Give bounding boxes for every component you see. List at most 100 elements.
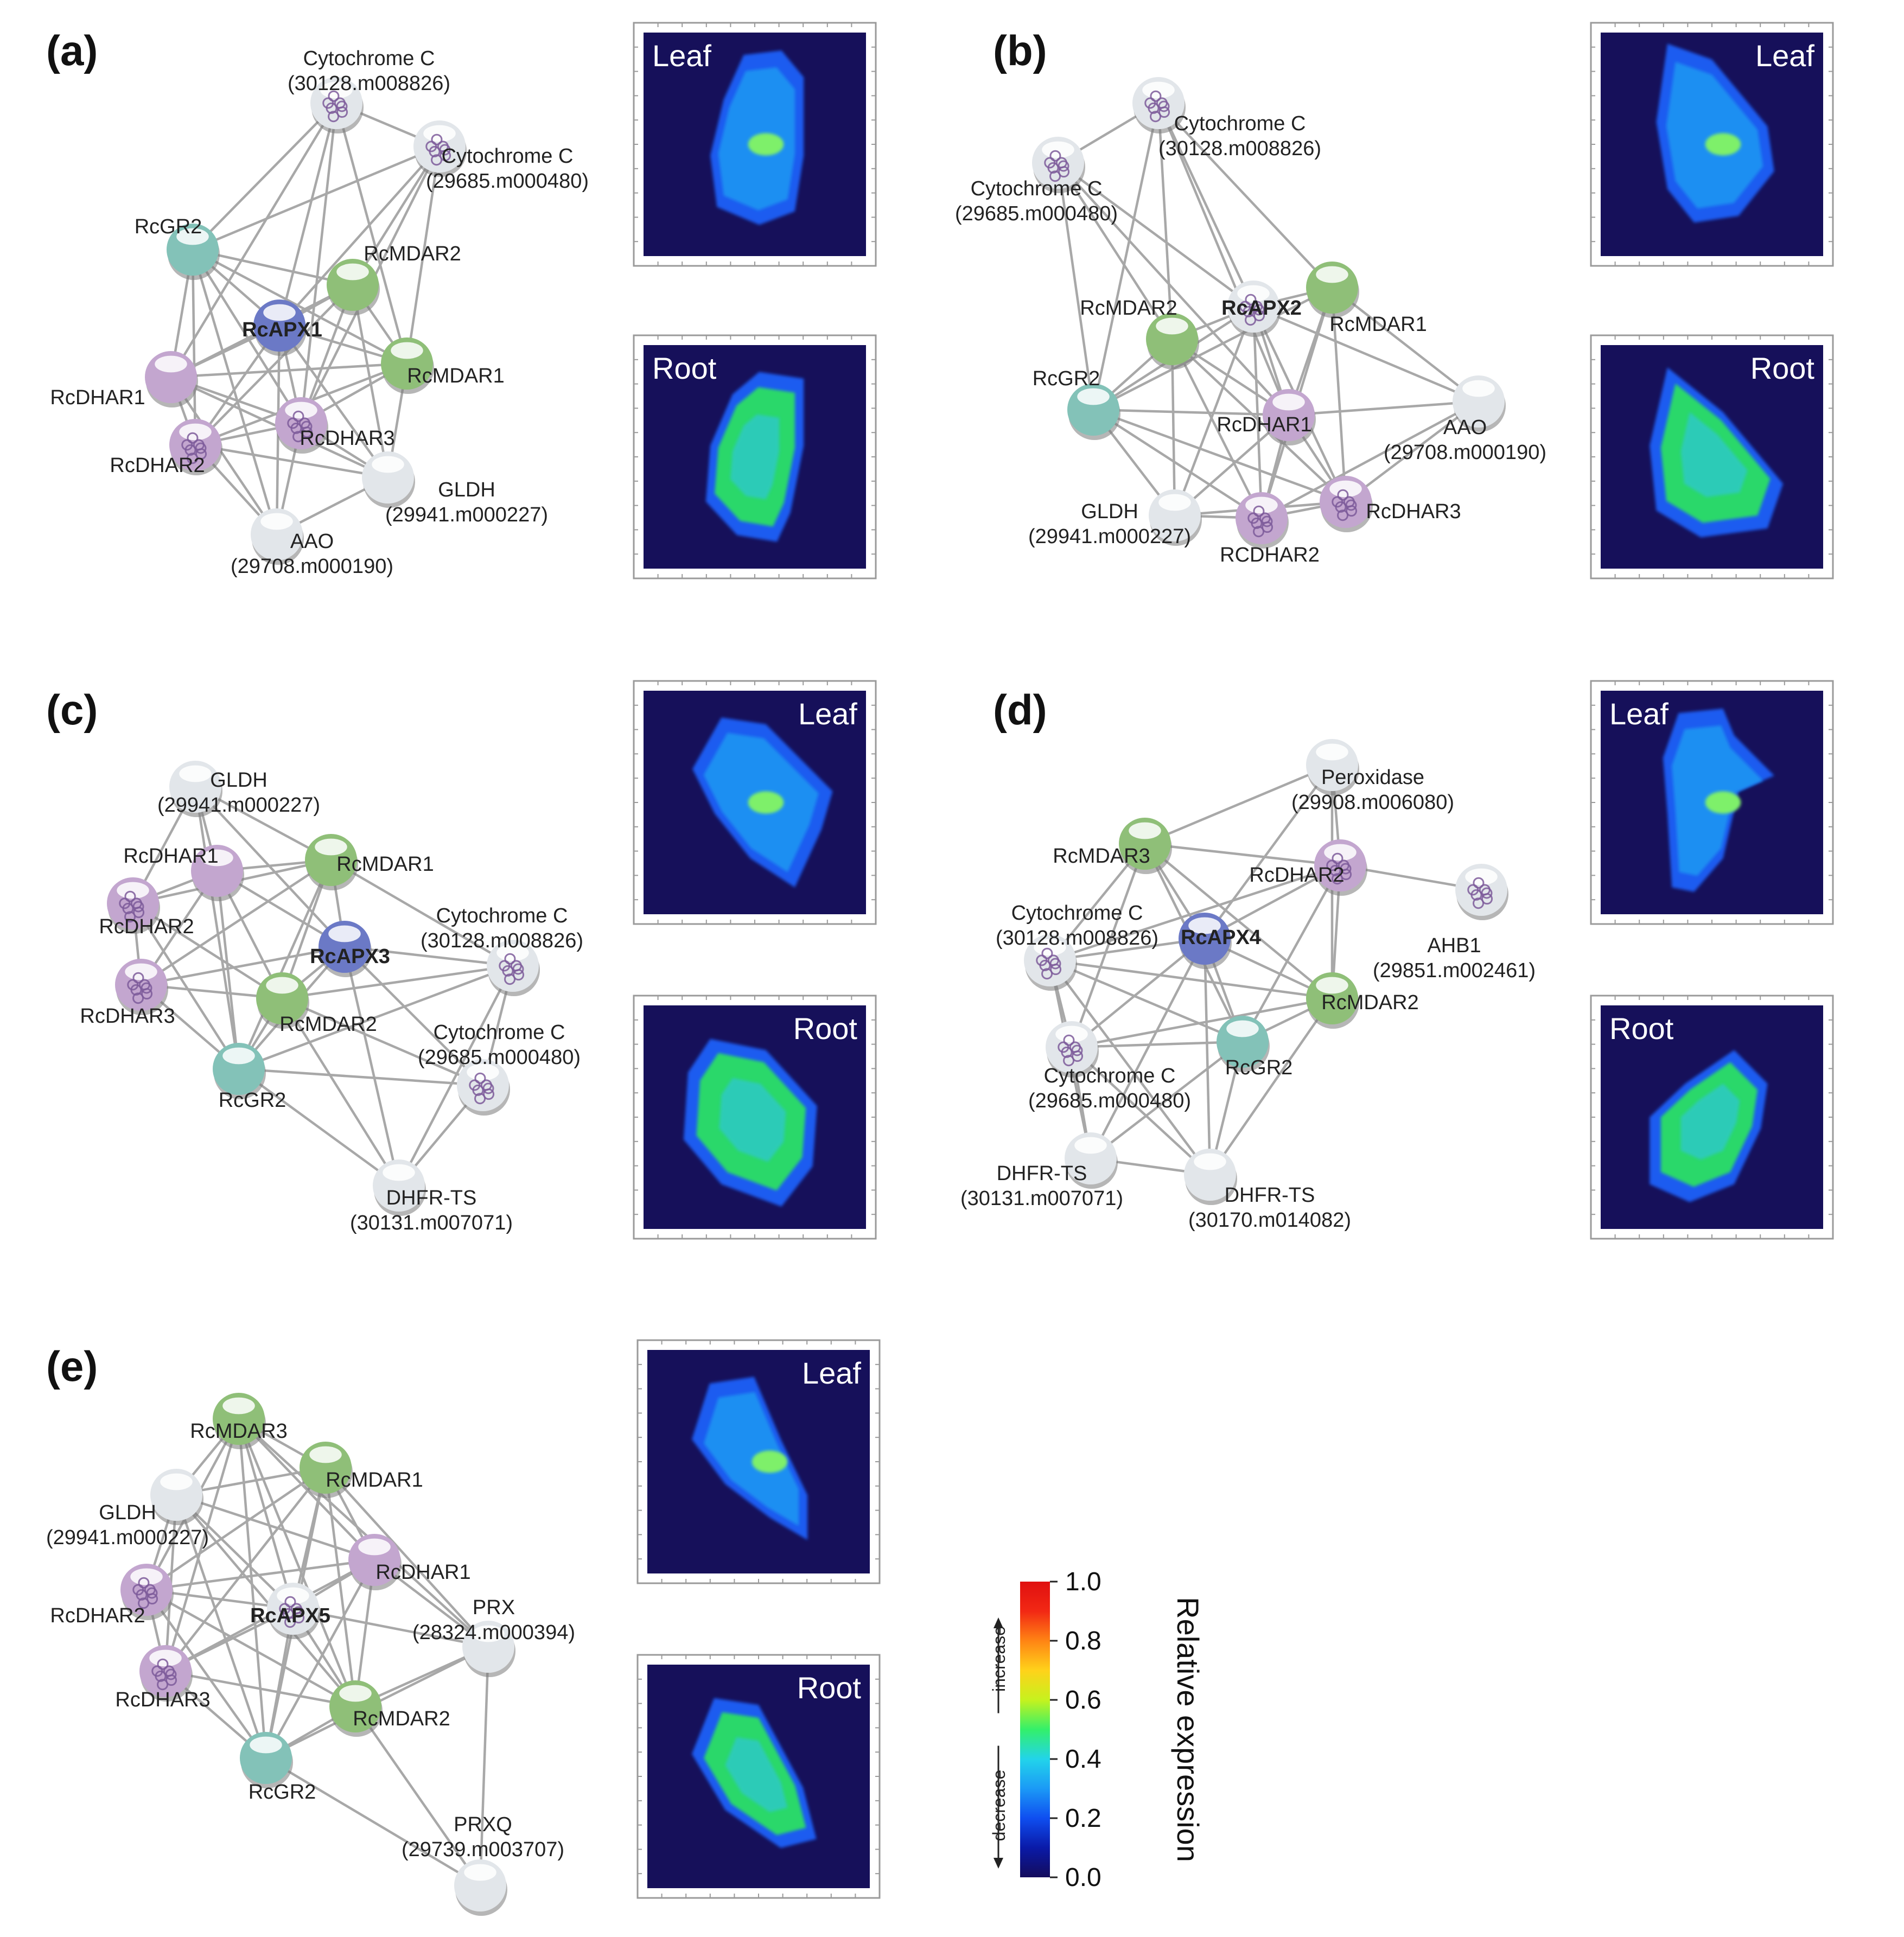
node-mdar1[interactable]: RcMDAR1	[1306, 262, 1427, 336]
node-label: AAO(29708.m000190)	[1384, 416, 1546, 464]
node-gr2[interactable]: RcGR2	[240, 1732, 316, 1804]
node-c1[interactable]: Cytochrome C(30128.m008826)	[421, 904, 583, 996]
node-apx[interactable]: RcAPX1	[242, 300, 322, 356]
node-highlight	[1316, 743, 1348, 761]
node-dhar2[interactable]: RCDHAR2	[1220, 492, 1320, 566]
node-label-line: RcMDAR2	[353, 1707, 450, 1730]
node-gr2[interactable]: RcGR2	[1033, 367, 1120, 440]
node-dhfr2[interactable]: DHFR-TS(30170.m014082)	[1184, 1149, 1351, 1232]
node-highlight	[201, 849, 233, 866]
node-gldh[interactable]: GLDH(29941.m000227)	[157, 761, 320, 817]
structure-coil	[1338, 859, 1349, 871]
node-dhar2[interactable]: RcDHAR2	[110, 419, 222, 477]
node-mdar3[interactable]: RcMDAR3	[1053, 818, 1172, 874]
node-label: DHFR-TS(30170.m014082)	[1188, 1184, 1351, 1232]
node-mdar2[interactable]: RcMDAR2	[1306, 972, 1419, 1029]
node-mdar2[interactable]: RcMDAR2	[1080, 297, 1199, 369]
structure-coil	[328, 90, 340, 102]
structure-coil	[187, 453, 199, 464]
node-dhfr[interactable]: DHFR-TS(30131.m007071)	[350, 1159, 513, 1234]
node-label: Cytochrome C(29685.m000480)	[426, 145, 589, 193]
node-dhfr1[interactable]: DHFR-TS(30131.m007071)	[960, 1132, 1123, 1210]
node-gldh[interactable]: GLDH(29941.m000227)	[1028, 489, 1202, 548]
node-label: RcAPX5	[250, 1604, 330, 1627]
node-highlight	[285, 402, 317, 419]
node-prxq[interactable]: PRXQ(29739.m003707)	[402, 1813, 564, 1916]
node-prx[interactable]: PRX(28324.m000394)	[412, 1596, 575, 1677]
node-dhar1[interactable]: RcDHAR1	[123, 845, 244, 901]
node-apx[interactable]: RcAPX2	[1221, 281, 1302, 337]
node-mdar1[interactable]: RcMDAR1	[305, 834, 434, 890]
node-label-line: (30128.m008826)	[421, 929, 583, 952]
node-c1[interactable]: Cytochrome C(30128.m008826)	[996, 902, 1158, 991]
node-highlight	[383, 1164, 415, 1181]
node-dhar3[interactable]: RcDHAR3	[115, 1645, 211, 1711]
node-ahb1[interactable]: AHB1(29851.m002461)	[1373, 864, 1536, 982]
node-mdar3[interactable]: RcMDAR3	[190, 1393, 288, 1449]
node-apx[interactable]: RcAPX3	[310, 921, 390, 977]
edge-c2-apx	[1057, 162, 1255, 308]
node-mdar2[interactable]: RcMDAR2	[329, 1680, 450, 1737]
node-dhar1[interactable]: RcDHAR1	[50, 351, 198, 409]
node-label: Cytochrome C(29685.m000480)	[418, 1021, 581, 1069]
node-label-line: GLDH	[99, 1501, 156, 1524]
heatmap-root: Root	[633, 334, 877, 579]
node-dhar2[interactable]: RcDHAR2	[50, 1564, 174, 1627]
node-label: RcDHAR1	[50, 386, 145, 409]
node-label: RcDHAR1	[123, 845, 218, 868]
node-dhar3[interactable]: RcDHAR3	[275, 397, 395, 454]
node-highlight	[1129, 822, 1161, 839]
node-highlight	[315, 838, 347, 856]
node-gr2[interactable]: RcGR2	[135, 215, 220, 280]
heatmap-leaf: Leaf	[633, 22, 877, 267]
node-mdar2[interactable]: RcMDAR2	[256, 972, 377, 1036]
node-label: RcMDAR3	[1053, 845, 1150, 868]
node-c2[interactable]: Cytochrome C(29685.m000480)	[1028, 1021, 1191, 1112]
node-mdar2[interactable]: RcMDAR2	[327, 243, 461, 315]
node-label-line: RcDHAR3	[300, 427, 394, 450]
node-mdar1[interactable]: RcMDAR1	[300, 1442, 423, 1498]
node-label: DHFR-TS(30131.m007071)	[960, 1162, 1123, 1210]
node-c2[interactable]: Cytochrome C(29685.m000480)	[413, 120, 589, 193]
panel-b: (b)Cytochrome C(29685.m000480)Cytochrome…	[955, 22, 1834, 579]
node-dhar2[interactable]: RcDHAR2	[1249, 839, 1367, 896]
edge-c1-dhar1	[170, 102, 338, 378]
edge-prx-prxq	[479, 1646, 490, 1886]
node-mdar1[interactable]: RcMDAR1	[381, 337, 505, 394]
node-dhar3[interactable]: RcDHAR3	[1320, 476, 1461, 532]
node-c2[interactable]: Cytochrome C(29685.m000480)	[955, 137, 1118, 225]
node-aao[interactable]: AAO(29708.m000190)	[231, 508, 393, 578]
node-apx[interactable]: RcAPX5	[250, 1583, 330, 1639]
node-aao[interactable]: AAO(29708.m000190)	[1384, 375, 1546, 464]
node-c1[interactable]: Cytochrome C(30128.m008826)	[1132, 77, 1321, 160]
structure-coil	[1150, 90, 1162, 102]
node-label-line: GLDH	[438, 479, 495, 501]
panel-e: (e)RcMDAR3RcMDAR1GLDH(29941.m000227)RcDH…	[46, 1339, 881, 1916]
tissue-label: Root	[793, 1011, 858, 1046]
structure-coil	[1473, 877, 1485, 889]
node-c1[interactable]: Cytochrome C(30128.m008826)	[288, 47, 450, 133]
colorbar-tick-label: 0.4	[1065, 1745, 1101, 1774]
node-c2[interactable]: Cytochrome C(29685.m000480)	[418, 1021, 581, 1116]
structure-coil	[1150, 111, 1162, 123]
node-prx[interactable]: Peroxidase(29908.m006080)	[1291, 739, 1454, 814]
node-apx[interactable]: RcAPX4	[1179, 913, 1261, 969]
node-highlight	[125, 963, 157, 980]
node-gr2[interactable]: RcGR2	[1217, 1016, 1292, 1079]
node-label: RcMDAR1	[407, 365, 504, 387]
node-gldh[interactable]: GLDH(29941.m000227)	[362, 451, 548, 526]
node-highlight	[250, 1736, 282, 1754]
node-gldh[interactable]: GLDH(29941.m000227)	[46, 1469, 209, 1549]
node-label-line: PRX	[473, 1596, 515, 1619]
node-dhar3[interactable]: RcDHAR3	[80, 959, 175, 1028]
node-dhar2[interactable]: RcDHAR2	[99, 877, 194, 938]
edge-gr2-dhar3	[1093, 408, 1346, 504]
node-dhar1[interactable]: RcDHAR1	[348, 1534, 471, 1590]
protein-structure-icon	[499, 953, 525, 985]
protein-structure-icon	[132, 1577, 158, 1609]
node-gr2[interactable]: RcGR2	[213, 1043, 286, 1112]
heatmap-hotspot	[1705, 133, 1741, 156]
structure-coil	[1239, 301, 1251, 313]
node-dhar1[interactable]: RcDHAR1	[1217, 389, 1316, 445]
edge-mdar2-dhfr2	[1209, 997, 1333, 1176]
